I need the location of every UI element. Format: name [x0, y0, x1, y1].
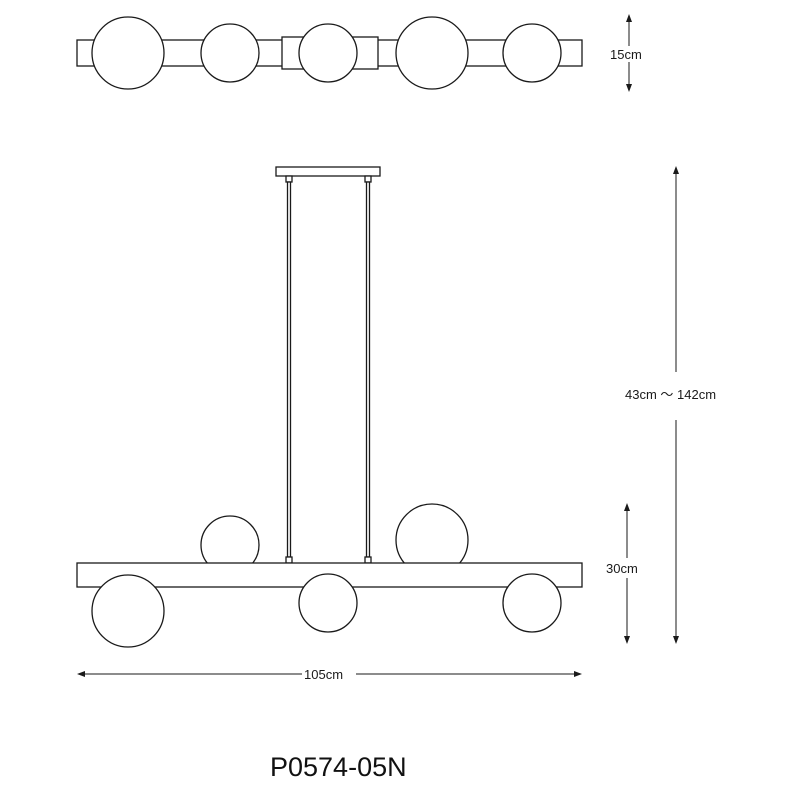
arrow-up-icon — [673, 166, 679, 174]
body-height-label: 30cm — [606, 561, 638, 576]
lower-globe-left — [91, 574, 165, 648]
depth-label: 15cm — [610, 47, 642, 62]
arrow-down-icon — [624, 636, 630, 644]
top-view-globe-2 — [200, 23, 260, 83]
arrow-right-icon — [574, 671, 582, 677]
model-number: P0574-05N — [270, 752, 407, 782]
ceiling-canopy — [275, 166, 381, 177]
arrow-down-icon — [673, 636, 679, 644]
top-view-globe-5 — [502, 23, 562, 83]
top-view-globe-3 — [298, 23, 358, 83]
cable-anchor-right — [364, 175, 372, 183]
depth-dimension: 15cm — [610, 14, 642, 92]
lower-globe-center — [298, 573, 358, 633]
width-dimension: 105cm — [77, 667, 582, 682]
front-view — [76, 166, 583, 648]
arrow-down-icon — [626, 84, 632, 92]
top-view-globe-1 — [91, 16, 165, 90]
lower-globe-right — [502, 573, 562, 633]
arrow-up-icon — [626, 14, 632, 22]
suspension-cable-right — [365, 181, 371, 558]
width-label: 105cm — [304, 667, 343, 682]
height-range-label: 43cm ～ 142cm — [625, 387, 716, 402]
arrow-left-icon — [77, 671, 85, 677]
arrow-up-icon — [624, 503, 630, 511]
cable-anchor-left — [285, 175, 293, 183]
height-range-dimension: 43cm ～ 142cm — [625, 166, 716, 644]
body-height-dimension: 30cm — [606, 503, 638, 644]
cable-clamp-right — [364, 556, 372, 564]
top-view-globe-4 — [395, 16, 469, 90]
top-view — [76, 16, 583, 90]
cable-clamp-left — [285, 556, 293, 564]
suspension-cable-left — [286, 181, 292, 558]
